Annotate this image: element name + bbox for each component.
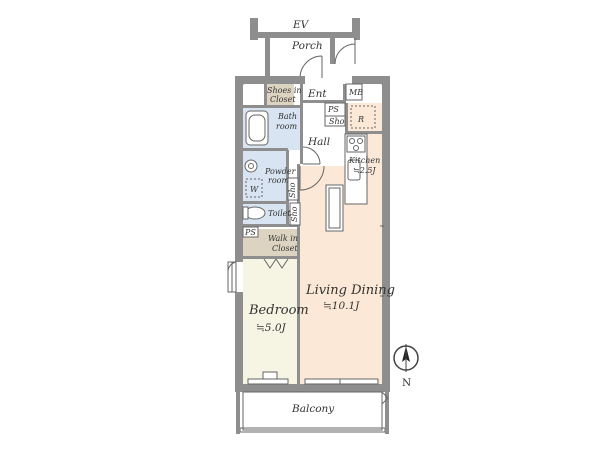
hall-door — [302, 146, 321, 165]
walkin-closet-label-1: Walk in — [268, 234, 298, 243]
ps-bottom: PS — [242, 226, 259, 238]
kitchen-size: ≒2.5J — [353, 166, 376, 175]
shoes-closet-floor — [264, 84, 294, 106]
kitchen: PS Sho R Kitchen ≒2.5J — [324, 102, 380, 232]
refrigerator-label: R — [357, 115, 364, 124]
ent-label: Ent — [307, 88, 327, 100]
sink-icon — [347, 159, 361, 181]
porch-area: Porch — [265, 38, 356, 79]
compass-label: N — [402, 377, 411, 389]
kitchen-label: Kitchen — [348, 156, 380, 165]
bedroom: Bedroom ≒5.0J — [227, 261, 309, 381]
washer-label: W — [250, 185, 259, 194]
walk-in-closet: Walk in Closet — [263, 234, 298, 269]
outer-walls — [235, 76, 390, 392]
toilet-label: Toilet — [268, 209, 291, 218]
living-dining-label: Living Dining — [305, 283, 395, 298]
living-dining: Living Dining ≒10.1J — [247, 165, 395, 385]
ps-bottom-label: PS — [244, 228, 256, 237]
sho-right-label: Sho — [290, 206, 299, 222]
elevator-area: EV — [250, 18, 360, 40]
mb-label: MB — [348, 88, 363, 97]
sho-small-label: Sho — [329, 117, 345, 126]
powder-room-floor — [243, 150, 288, 203]
bathtub-icon — [245, 110, 269, 146]
shoes-closet-label-1: Shoes in — [267, 86, 302, 95]
entrance: Ent — [303, 84, 343, 100]
bedroom-label: Bedroom — [248, 303, 309, 318]
hall-label: Hall — [307, 136, 330, 148]
ps-top-label: PS — [327, 105, 339, 114]
bedroom-size: ≒5.0J — [256, 322, 286, 334]
walkin-closet-label-2: Closet — [272, 244, 298, 253]
porch-label: Porch — [291, 40, 323, 52]
ev-label: EV — [292, 19, 310, 31]
sho-left: Sho — [287, 177, 299, 201]
powder-room: Powder room W — [244, 159, 297, 198]
bathroom: Bath room — [245, 110, 297, 146]
sho-right: Sho — [289, 202, 301, 226]
stove-icon — [346, 135, 366, 153]
living-dining-size: ≒10.1J — [323, 300, 360, 312]
meter-box: MB — [345, 83, 363, 101]
shoes-in-closet: Shoes in Closet — [267, 86, 302, 104]
basin-icon — [244, 159, 258, 173]
shoes-closet-label-2: Closet — [270, 95, 296, 104]
balcony-label: Balcony — [291, 403, 335, 415]
sho-left-label: Sho — [288, 182, 297, 198]
toilet: Toilet — [242, 206, 291, 220]
compass-icon: N — [393, 344, 419, 389]
powder-room-label-2: room — [268, 176, 289, 185]
balcony: Balcony — [236, 391, 389, 434]
powder-room-label-1: Powder — [264, 167, 297, 176]
bathroom-label-1: Bath — [277, 112, 297, 121]
bathroom-label-2: room — [276, 122, 297, 131]
bedroom-floor — [243, 258, 298, 384]
